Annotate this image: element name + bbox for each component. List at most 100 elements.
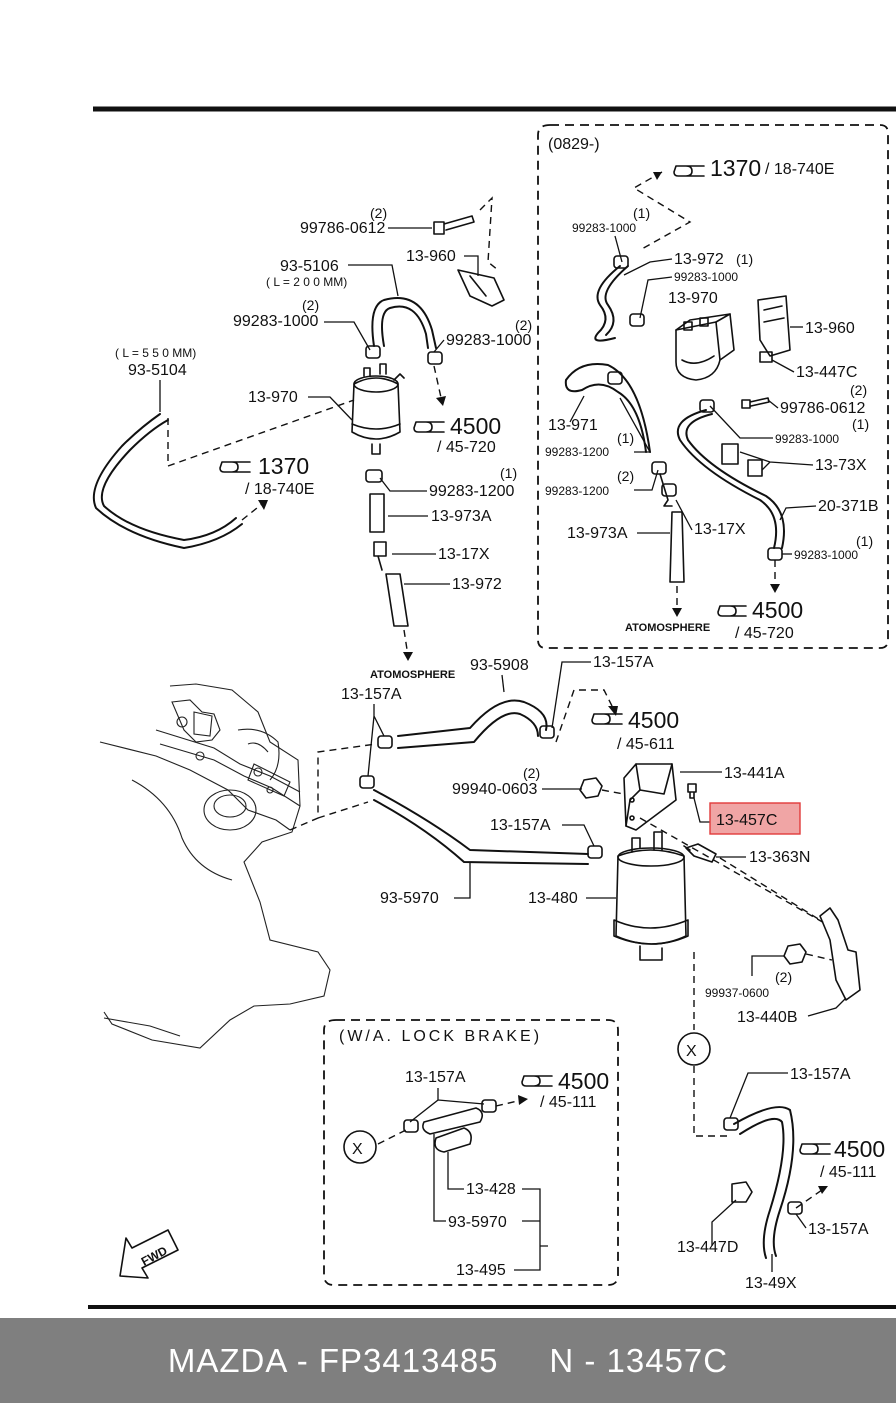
inset-0829-title: (0829-) xyxy=(548,136,600,153)
svg-text:4500: 4500 xyxy=(752,597,803,623)
fwd-direction-arrow: FWD xyxy=(119,1229,179,1279)
svg-text:(2): (2) xyxy=(775,969,792,985)
label-13-960: 13-960 xyxy=(406,248,456,265)
fuel-filter-13-480 xyxy=(613,831,689,961)
label-93-5104: 93-5104 xyxy=(128,362,187,379)
inset-label-13-971: 13-971 xyxy=(548,417,598,434)
svg-text:/ 45-611: / 45-611 xyxy=(617,736,675,753)
highlighted-part-13-457C[interactable]: 13-457C xyxy=(709,802,801,835)
ref-4500-lock-brake[interactable]: 4500 / 45-111 xyxy=(521,1068,609,1111)
ref-1370-left[interactable]: 1370 / 18-740E xyxy=(219,453,314,498)
label-99283-1000-b: 99283-1000 xyxy=(446,332,532,349)
svg-text:(1): (1) xyxy=(856,533,873,549)
svg-text:X: X xyxy=(686,1043,697,1060)
label-99786-0612: 99786-0612 xyxy=(300,220,386,237)
inset-label-13-73X: 13-73X xyxy=(815,457,867,474)
label-13-157A-d: 13-157A xyxy=(790,1066,851,1083)
label-93-5104-length: ( L = 5 5 0 MM) xyxy=(115,346,196,360)
label-99940-0603: 99940-0603 xyxy=(452,781,538,798)
label-13-17X: 13-17X xyxy=(438,546,490,563)
label-99283-1200: 99283-1200 xyxy=(429,483,515,500)
connector-x-right xyxy=(677,1032,711,1066)
connector-x-lock-brake xyxy=(343,1130,377,1164)
inset-label-13-973A: 13-973A xyxy=(567,525,628,542)
ref-4500-upper[interactable]: 4500 / 45-720 xyxy=(413,413,501,456)
ref-4500-inset[interactable]: 4500 / 45-720 xyxy=(717,597,803,642)
ref-4500-middle[interactable]: 4500 / 45-611 xyxy=(591,707,679,753)
inset-label-13-428: 13-428 xyxy=(466,1181,516,1198)
inset-label-13-447C: 13-447C xyxy=(796,364,857,381)
svg-text:4500: 4500 xyxy=(628,707,679,733)
label-93-5970: 93-5970 xyxy=(380,890,439,907)
svg-text:(2): (2) xyxy=(850,382,867,398)
svg-text:(1): (1) xyxy=(852,416,869,432)
label-93-5106: 93-5106 xyxy=(280,258,339,275)
svg-text:X: X xyxy=(352,1141,363,1158)
inset-lock-brake: (W/A. LOCK BRAKE) 13-157A 4500 / 45-111 … xyxy=(323,1019,619,1286)
inset-label-13-17X: 13-17X xyxy=(694,521,746,538)
svg-text:4500: 4500 xyxy=(558,1068,609,1094)
inset-label-99283-1000-b: 99283-1000 xyxy=(674,270,738,284)
svg-text:/ 45-720: / 45-720 xyxy=(735,625,794,642)
inset-label-20-371B: 20-371B xyxy=(818,498,879,515)
label-13-480: 13-480 xyxy=(528,890,578,907)
inset-label-99283-1200-a: 99283-1200 xyxy=(545,445,609,459)
label-99283-1000-a: 99283-1000 xyxy=(233,313,319,330)
label-13-157A-c: 13-157A xyxy=(490,817,551,834)
label-13-447D: 13-447D xyxy=(677,1239,738,1256)
inset-canister-13-970 xyxy=(675,313,735,381)
lower-right-group: 13-157A 4500 / 45-111 13-447D 13-157A 13… xyxy=(677,1066,885,1292)
label-13-440B: 13-440B xyxy=(737,1009,798,1026)
engine-outline xyxy=(99,683,331,1049)
label-13-157A-e: 13-157A xyxy=(808,1221,869,1238)
label-13-972: 13-972 xyxy=(452,576,502,593)
svg-text:(2): (2) xyxy=(302,297,319,313)
middle-group: 13-157A 93-5908 13-157A 4500 / 45-611 93… xyxy=(289,654,861,1137)
svg-text:(2): (2) xyxy=(370,205,387,221)
svg-text:/ 45-111: / 45-111 xyxy=(820,1164,876,1181)
label-13-441A: 13-441A xyxy=(724,765,785,782)
canister-13-970 xyxy=(351,363,405,455)
ref-1370-top[interactable]: 1370 / 18-740E xyxy=(673,155,834,181)
svg-text:1370: 1370 xyxy=(258,453,309,479)
label-13-970: 13-970 xyxy=(248,389,298,406)
inset-label-13-972: 13-972 xyxy=(674,251,724,268)
svg-text:/ 18-740E: / 18-740E xyxy=(245,481,314,498)
svg-text:(1): (1) xyxy=(736,251,753,267)
svg-text:(1): (1) xyxy=(617,430,634,446)
inset-label-13-495: 13-495 xyxy=(456,1262,506,1279)
label-13-973A: 13-973A xyxy=(431,508,492,525)
inset-0829: (0829-) 1370 / 18-740E (1) 99283-1000 13… xyxy=(537,124,889,649)
label-13-457C: 13-457C xyxy=(716,812,777,829)
svg-text:FWD: FWD xyxy=(139,1243,170,1268)
svg-text:(2): (2) xyxy=(523,765,540,781)
label-99937-0600: 99937-0600 xyxy=(705,986,769,1000)
svg-text:(1): (1) xyxy=(633,205,650,221)
svg-text:(2): (2) xyxy=(515,317,532,333)
upper-left-group: (2) 99786-0612 13-960 93-5106 ( L = 2 0 … xyxy=(92,196,532,681)
svg-text:/ 45-111: / 45-111 xyxy=(540,1094,596,1111)
svg-text:/ 45-720: / 45-720 xyxy=(437,439,496,456)
inset-label-13-970: 13-970 xyxy=(668,290,718,307)
inset-label-99283-1000-d: 99283-1000 xyxy=(794,548,858,562)
footer-bar: MAZDA - FP3413485 N - 13457C xyxy=(0,1318,896,1403)
inset-label-99786-0612: 99786-0612 xyxy=(780,400,866,417)
svg-text:4500: 4500 xyxy=(450,413,501,439)
fuel-evaporative-system-diagram: (0829-) 1370 / 18-740E (1) 99283-1000 13… xyxy=(88,106,896,1309)
svg-text:(2): (2) xyxy=(617,468,634,484)
label-13-157A-a: 13-157A xyxy=(341,686,402,703)
inset-label-99283-1000-c: 99283-1000 xyxy=(775,432,839,446)
label-13-157A-b: 13-157A xyxy=(593,654,654,671)
ref-4500-lower-right[interactable]: 4500 / 45-111 xyxy=(799,1136,885,1181)
inset-lock-brake-title: (W/A. LOCK BRAKE) xyxy=(339,1028,542,1045)
inset-label-93-5970: 93-5970 xyxy=(448,1214,507,1231)
svg-text:(1): (1) xyxy=(500,465,517,481)
label-93-5908: 93-5908 xyxy=(470,657,529,674)
inset-label-99283-1200-b: 99283-1200 xyxy=(545,484,609,498)
label-13-363N: 13-363N xyxy=(749,849,810,866)
atmosphere-label: ATOMOSPHERE xyxy=(370,669,455,681)
label-93-5106-length: ( L = 2 0 0 MM) xyxy=(266,275,347,289)
inset-label-13-960: 13-960 xyxy=(805,320,855,337)
svg-text:/ 18-740E: / 18-740E xyxy=(765,161,834,178)
